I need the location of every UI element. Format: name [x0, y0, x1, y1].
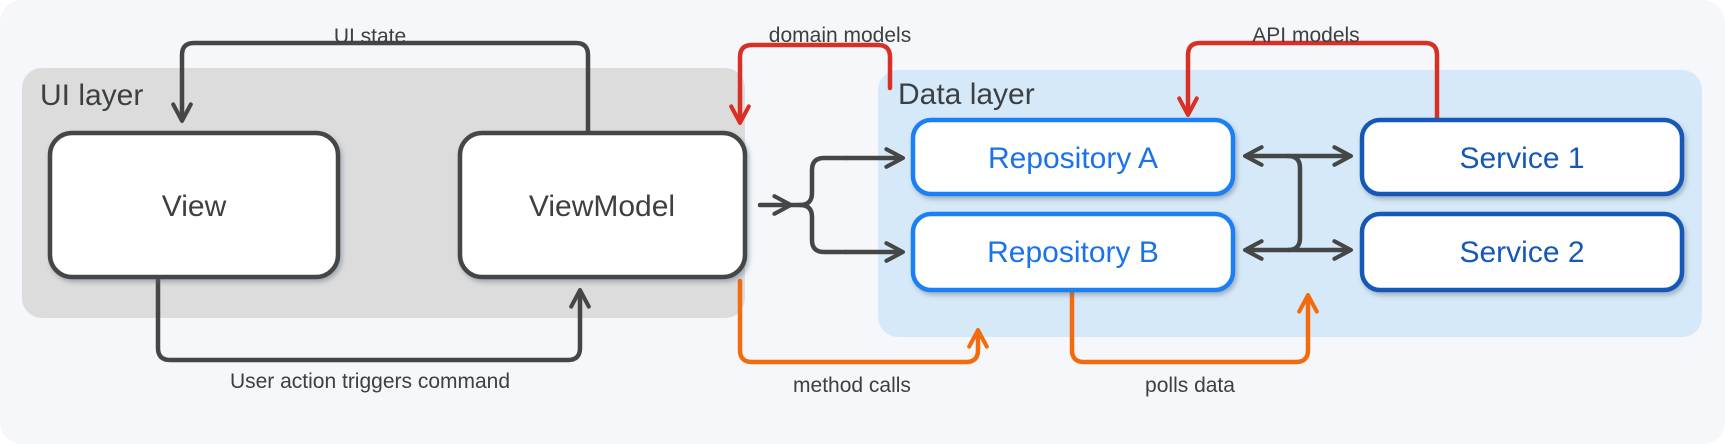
ui-layer-label: UI layer	[40, 79, 143, 112]
edge-polls-data-label: polls data	[1145, 374, 1235, 397]
node-service-2[interactable]: Service 2	[1359, 211, 1685, 293]
service-2-label: Service 2	[1459, 236, 1584, 269]
edge-method-calls-path	[737, 278, 989, 365]
repository-b-label: Repository B	[987, 236, 1159, 269]
edge-polls-data-path	[1069, 289, 1319, 365]
node-view[interactable]: View	[47, 130, 341, 280]
edge-ui-state-path	[171, 40, 591, 136]
edge-api-models-label: API models	[1252, 24, 1359, 47]
viewmodel-box[interactable]	[457, 130, 748, 280]
node-repository-a[interactable]: Repository A	[910, 117, 1236, 197]
data-layer-container: Data layer	[878, 70, 1702, 337]
edge-user-action-path	[155, 274, 591, 363]
service-2-box[interactable]	[1359, 211, 1685, 293]
edge-ui-state-label: UI state	[334, 25, 406, 48]
edge-method-calls-label: method calls	[793, 374, 911, 397]
service-1-box[interactable]	[1359, 117, 1685, 197]
service-1-label: Service 1	[1459, 142, 1584, 175]
edge-api-models-path	[1177, 40, 1440, 125]
view-label: View	[162, 190, 227, 223]
viewmodel-label: ViewModel	[529, 190, 675, 223]
repository-b-box[interactable]	[910, 211, 1236, 293]
repository-a-label: Repository A	[988, 142, 1158, 175]
node-repository-b[interactable]: Repository B	[910, 211, 1236, 293]
data-layer-label: Data layer	[898, 78, 1035, 111]
edge-user-action-label: User action triggers command	[230, 370, 510, 393]
repository-a-box[interactable]	[910, 117, 1236, 197]
edge-domain-models-path	[729, 42, 893, 126]
edge-domain-models-label: domain models	[769, 24, 911, 47]
view-box[interactable]	[47, 130, 341, 280]
edge-service-crosslink	[1285, 153, 1303, 253]
edge-vm-repo-b-branch	[797, 202, 849, 255]
edge-vm-repo-a-branch	[787, 155, 849, 208]
node-viewmodel[interactable]: ViewModel	[457, 130, 748, 280]
node-service-1[interactable]: Service 1	[1359, 117, 1685, 197]
